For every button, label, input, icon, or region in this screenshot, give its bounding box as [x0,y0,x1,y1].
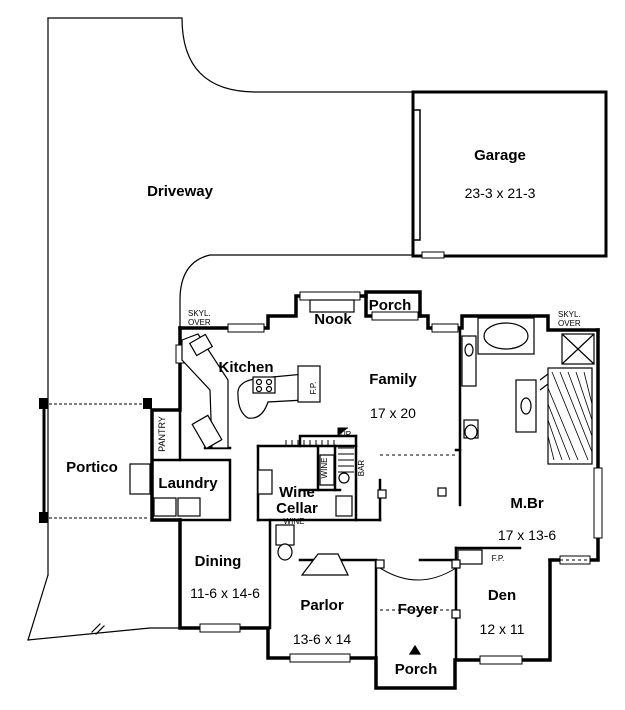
master-bedroom-size: 17 x 13-6 [498,527,557,543]
pantry-label: PANTRY [157,416,167,452]
master-closet-hatching [547,371,593,461]
nook-label: Nook [314,311,352,328]
windows [175,291,603,665]
portico-outline [39,398,152,523]
master-bedroom-label: M.Br [510,495,543,512]
driveway-label: Driveway [147,183,214,200]
family-fireplace-label: F.P. [309,382,318,395]
skylight-master-line2: OVER [558,319,581,328]
porch-front-label: Porch [395,661,438,678]
garage-label: Garage [474,147,526,164]
openings [380,454,598,611]
garage-walls [411,90,608,258]
wine-cellar-label-line1: Wine [279,484,315,501]
den-size: 12 x 11 [480,621,525,637]
other-fixtures [129,454,483,655]
dining-size: 11-6 x 14-6 [190,585,260,601]
den-label: Den [488,587,516,604]
master-fixtures [461,317,595,465]
driveway-outline [27,17,413,641]
family-size: 17 x 20 [370,405,416,421]
den-fireplace-label: F.P. [492,554,505,563]
kitchen-fixtures [181,299,355,450]
wine-cellar-label-line2: Cellar [276,500,318,517]
parlor-label: Parlor [300,597,344,614]
kitchen-label: Kitchen [218,359,273,376]
stairs-up-label: UP [340,430,351,439]
garage-size: 23-3 x 21-3 [465,185,536,201]
wine-horizontal-label: WINE [284,517,305,526]
foyer-label: Foyer [398,601,439,618]
laundry-label: Laundry [158,475,218,492]
wine-vertical-label: WINE [320,458,329,479]
porch-rear-label: Porch [369,297,412,314]
parlor-size: 13-6 x 14 [293,631,352,647]
skylight-master-line1: SKYL. [558,310,581,319]
portico-label: Portico [66,459,118,476]
stair-treads [285,427,354,473]
family-label: Family [369,371,417,388]
garage-side-door [421,251,445,259]
skylight-kitchen-line1: SKYL. [188,309,211,318]
skylight-kitchen-line2: OVER [188,318,211,327]
foyer-entry-arc [379,567,457,581]
bar-label: BAR [357,460,366,477]
dining-label: Dining [195,553,242,570]
